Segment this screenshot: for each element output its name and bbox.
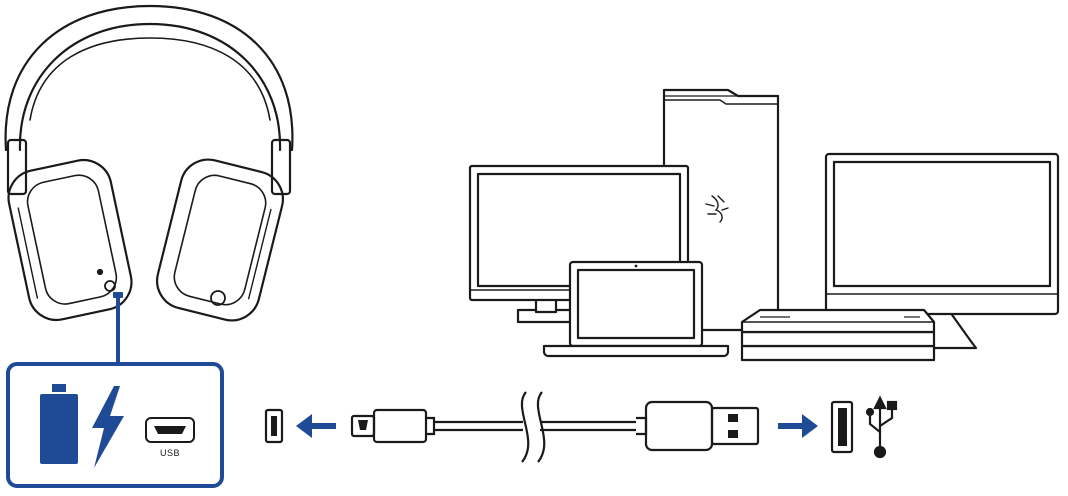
micro-usb-port-icon: USB bbox=[145, 417, 195, 458]
headband bbox=[4, 4, 294, 152]
laptop-icon bbox=[542, 260, 730, 358]
headset-port-marker bbox=[113, 292, 123, 298]
headband-inner bbox=[18, 22, 282, 152]
callout-box bbox=[6, 362, 224, 488]
headset-jack-left bbox=[104, 280, 116, 292]
razer-logo-icon bbox=[705, 195, 729, 223]
slider-left bbox=[6, 138, 28, 196]
earcup-left bbox=[7, 158, 133, 322]
port-callout: USB bbox=[6, 362, 224, 488]
headset-jack-right bbox=[210, 290, 226, 306]
arrow-to-headset bbox=[296, 414, 336, 438]
headset-icon bbox=[4, 4, 294, 322]
slider-right bbox=[270, 138, 292, 196]
earcup-right bbox=[156, 158, 284, 322]
battery-icon bbox=[40, 384, 78, 464]
usb-port-label: USB bbox=[160, 448, 180, 458]
headband-pad bbox=[29, 37, 271, 121]
console-icon bbox=[740, 308, 936, 362]
usb-trident-icon bbox=[865, 395, 898, 459]
headset-button-left bbox=[96, 268, 104, 276]
usb-cable bbox=[434, 391, 636, 463]
arrow-to-host bbox=[778, 414, 818, 438]
lightning-bolt-icon bbox=[92, 386, 124, 468]
micro-usb-plug-icon bbox=[350, 408, 436, 444]
monitor-right-icon bbox=[824, 152, 1060, 350]
cable-break-right bbox=[536, 391, 546, 463]
usb-a-plug-icon bbox=[636, 400, 760, 452]
usb-a-port-icon bbox=[830, 400, 854, 454]
device-micro-port-icon bbox=[264, 408, 284, 444]
cable-break-left bbox=[520, 391, 530, 463]
